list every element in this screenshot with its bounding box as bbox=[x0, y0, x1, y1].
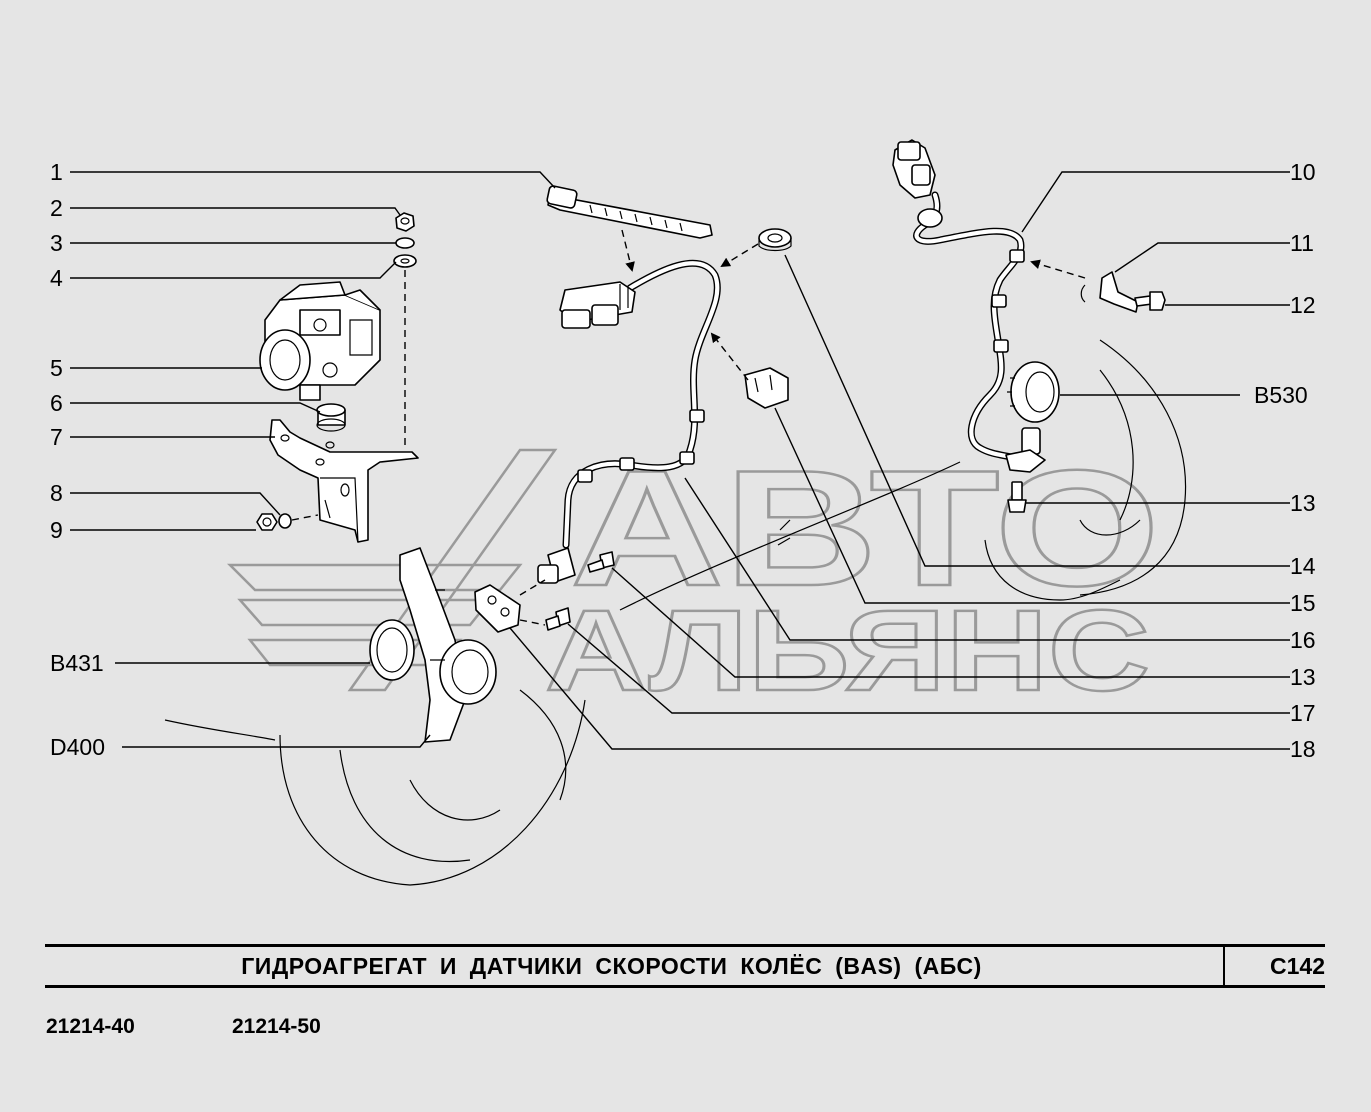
clip-part-15 bbox=[744, 367, 789, 409]
callout-4: 4 bbox=[50, 265, 63, 291]
sheet-code: C142 bbox=[1270, 952, 1325, 979]
callout-13-front: 13 bbox=[1290, 664, 1316, 690]
washer-part-8 bbox=[278, 513, 292, 529]
page-title: ГИДРОАГРЕГАТ И ДАТЧИКИ СКОРОСТИ КОЛЁС (B… bbox=[241, 952, 982, 979]
abs-hydraulic-unit bbox=[259, 281, 381, 401]
callout-d400: D400 bbox=[50, 734, 105, 760]
front-sensor-cable bbox=[562, 259, 721, 549]
steering-knuckle-d400 bbox=[399, 547, 497, 743]
callout-5: 5 bbox=[50, 355, 63, 381]
bolt-part-13-front bbox=[587, 551, 615, 573]
callout-b530: В530 bbox=[1254, 382, 1308, 408]
callout-8: 8 bbox=[50, 480, 63, 506]
rear-wheel-outline bbox=[984, 339, 1187, 601]
washer-part-4 bbox=[393, 254, 417, 268]
bolt-part-12 bbox=[1134, 291, 1166, 311]
cable-tie bbox=[546, 185, 713, 239]
nut-part-9 bbox=[256, 513, 278, 531]
sensor-holder-part-18 bbox=[474, 584, 521, 633]
title-divider bbox=[1223, 947, 1225, 985]
nut-part-2 bbox=[395, 212, 415, 232]
callout-13-rear: 13 bbox=[1290, 490, 1316, 516]
callout-9: 9 bbox=[50, 517, 63, 543]
rear-sensor-cable bbox=[913, 191, 1025, 462]
callout-15: 15 bbox=[1290, 590, 1316, 616]
rear-cable-connector bbox=[892, 139, 936, 199]
callout-18: 18 bbox=[1290, 736, 1316, 762]
callout-16: 16 bbox=[1290, 627, 1316, 653]
callout-1: 1 bbox=[50, 159, 63, 185]
callout-7: 7 bbox=[50, 424, 63, 450]
axle-line bbox=[619, 461, 961, 611]
callout-3: 3 bbox=[50, 230, 63, 256]
callout-17: 17 bbox=[1290, 700, 1316, 726]
rubber-mount-part-6 bbox=[316, 403, 346, 432]
title-bar: ГИДРОАГРЕГАТ И ДАТЧИКИ СКОРОСТИ КОЛЁС (B… bbox=[45, 944, 1325, 988]
tie-dashed-arrow bbox=[621, 229, 635, 272]
front-cable-connector bbox=[559, 281, 636, 329]
tone-ring-b431 bbox=[369, 619, 415, 681]
grommet-part-14 bbox=[758, 228, 792, 252]
model-code-1: 21214-40 bbox=[46, 1015, 135, 1038]
bolt-part-13-rear bbox=[1007, 481, 1027, 513]
callout-b431: В431 bbox=[50, 650, 104, 676]
bracket-part-7 bbox=[269, 419, 419, 543]
watermark-line2: АЛЬЯНС bbox=[545, 587, 1150, 715]
callout-2: 2 bbox=[50, 195, 63, 221]
callout-11: 11 bbox=[1290, 230, 1314, 256]
rear-tone-ring-b530 bbox=[1007, 361, 1060, 423]
front-wheel-outline bbox=[164, 689, 586, 886]
spring-washer-part-3 bbox=[395, 237, 415, 249]
callout-10: 10 bbox=[1290, 159, 1316, 185]
leader-lines bbox=[70, 171, 1290, 750]
rear-speed-sensor bbox=[1005, 427, 1046, 473]
bolt-part-17 bbox=[545, 607, 571, 631]
callout-12: 12 bbox=[1290, 292, 1316, 318]
parts-diagram: АВТО АЛЬЯНС bbox=[50, 139, 1316, 886]
front-speed-sensor bbox=[537, 547, 576, 584]
callout-6: 6 bbox=[50, 390, 63, 416]
model-code-2: 21214-50 bbox=[232, 1015, 321, 1038]
bracket-part-11 bbox=[1080, 271, 1139, 313]
callout-labels: 1 2 3 4 5 6 7 8 9 В431 D400 10 11 12 В53… bbox=[50, 159, 1316, 762]
callout-14: 14 bbox=[1290, 553, 1316, 579]
